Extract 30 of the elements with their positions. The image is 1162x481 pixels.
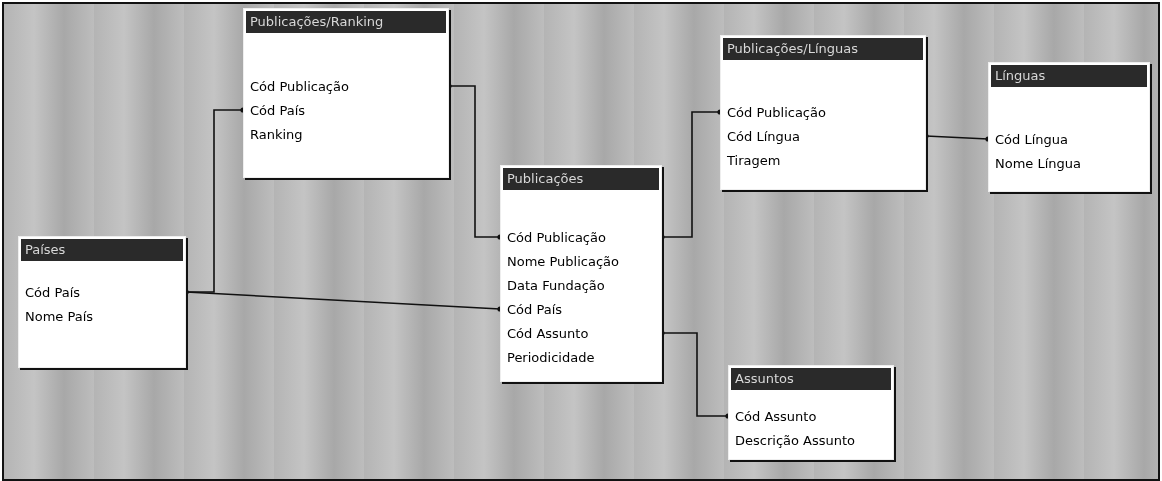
table-title: Países <box>21 239 183 261</box>
field-name: Tiragem <box>727 152 781 170</box>
field-name: Ranking <box>250 126 303 144</box>
table-title: Assuntos <box>731 368 891 390</box>
field-name: Nome Publicação <box>507 253 619 271</box>
field-name: Cód País <box>507 301 563 319</box>
field-name: Cód Publicação <box>250 78 349 96</box>
field-name: Periodicidade <box>507 349 595 367</box>
field-name: Cód Assunto <box>735 408 817 426</box>
field-name: Descrição Assunto <box>735 432 856 450</box>
field-name: Data Fundação <box>507 277 605 295</box>
field-name: Cód Língua <box>995 131 1068 149</box>
table-title: Línguas <box>991 65 1147 87</box>
field-name: Nome País <box>25 308 94 326</box>
table-title: Publicações/Ranking <box>246 11 446 33</box>
field-name: Cód País <box>250 102 306 120</box>
field-name: Cód Publicação <box>727 104 826 122</box>
table-box <box>988 62 1150 192</box>
table-title: Publicações <box>503 168 659 190</box>
field-name: Nome Língua <box>995 155 1082 173</box>
table-box <box>18 236 186 368</box>
field-name: Cód País <box>25 284 81 302</box>
field-name: Cód Assunto <box>507 325 589 343</box>
table-box <box>728 365 894 460</box>
table-box <box>500 165 662 382</box>
table-box <box>243 8 449 178</box>
table-title: Publicações/Línguas <box>723 38 923 60</box>
field-name: Cód Publicação <box>507 229 606 247</box>
field-name: Cód Língua <box>727 128 800 146</box>
table-box <box>720 35 926 190</box>
